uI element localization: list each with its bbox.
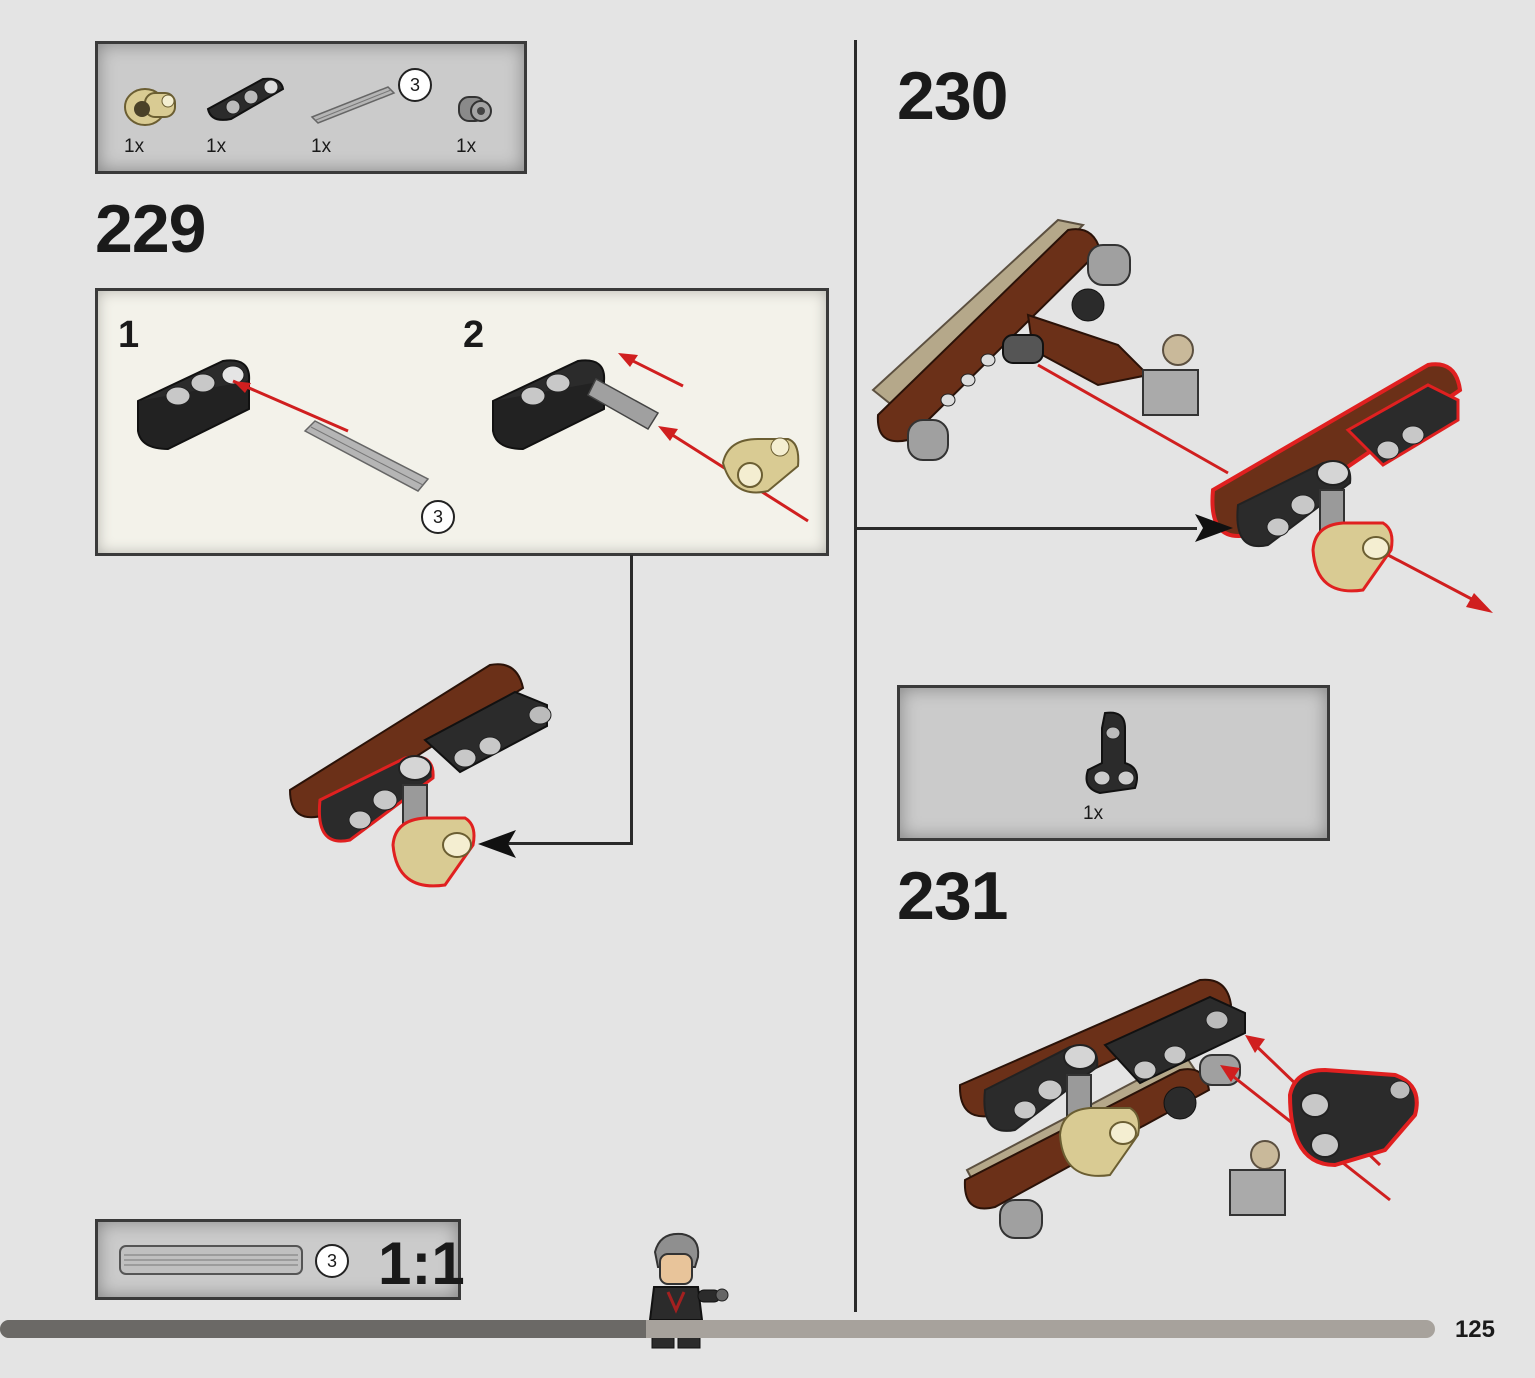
column-divider [854, 40, 857, 1312]
callout-connector-line [505, 842, 633, 845]
step-230-model-illustration [871, 218, 1493, 613]
axle-ruler-icon [119, 1245, 303, 1275]
parts-list-box: 1x 1x 3 1x 1x [95, 41, 527, 174]
transfer-arrow-line [857, 527, 1197, 530]
page-number: 125 [1454, 1316, 1495, 1343]
black-arrow-icon [478, 830, 516, 858]
axle-length-badge: 3 [421, 500, 455, 534]
black-bent-liftarm-icon [1085, 711, 1138, 795]
step-number: 230 [897, 58, 1008, 134]
scale-ruler-box: 3 1:1 [95, 1219, 465, 1300]
substep-number: 2 [463, 314, 485, 356]
part-qty: 1x [456, 136, 477, 157]
axle-length-badge: 3 [315, 1244, 349, 1278]
step-number: 229 [95, 191, 206, 267]
grey-bush-icon [458, 96, 492, 122]
parts-list-box: 1x [897, 685, 1330, 841]
black-liftarm-icon [206, 77, 285, 121]
scale-label: 1:1 [378, 1230, 465, 1297]
part-qty: 1x [124, 136, 145, 157]
step-229-model-illustration [288, 663, 552, 888]
progress-fill [0, 1320, 646, 1338]
part-qty: 1x [206, 136, 227, 157]
substep-callout: 1 3 2 [95, 288, 829, 556]
callout-connector-line [630, 555, 633, 845]
grey-axle-icon [310, 86, 396, 124]
substep-2-illustration [491, 353, 809, 523]
page-progress-bar [0, 1320, 1435, 1338]
step-231-model-illustration [958, 978, 1419, 1239]
step-number: 231 [897, 858, 1008, 934]
tan-axle-pin-connector-icon [124, 88, 176, 126]
black-arrow-icon [1195, 514, 1233, 542]
substep-number: 1 [118, 314, 140, 356]
part-qty: 1x [1083, 803, 1104, 824]
part-qty: 1x [311, 136, 332, 157]
substep-1-illustration [136, 359, 430, 492]
axle-length-badge: 3 [398, 68, 432, 102]
